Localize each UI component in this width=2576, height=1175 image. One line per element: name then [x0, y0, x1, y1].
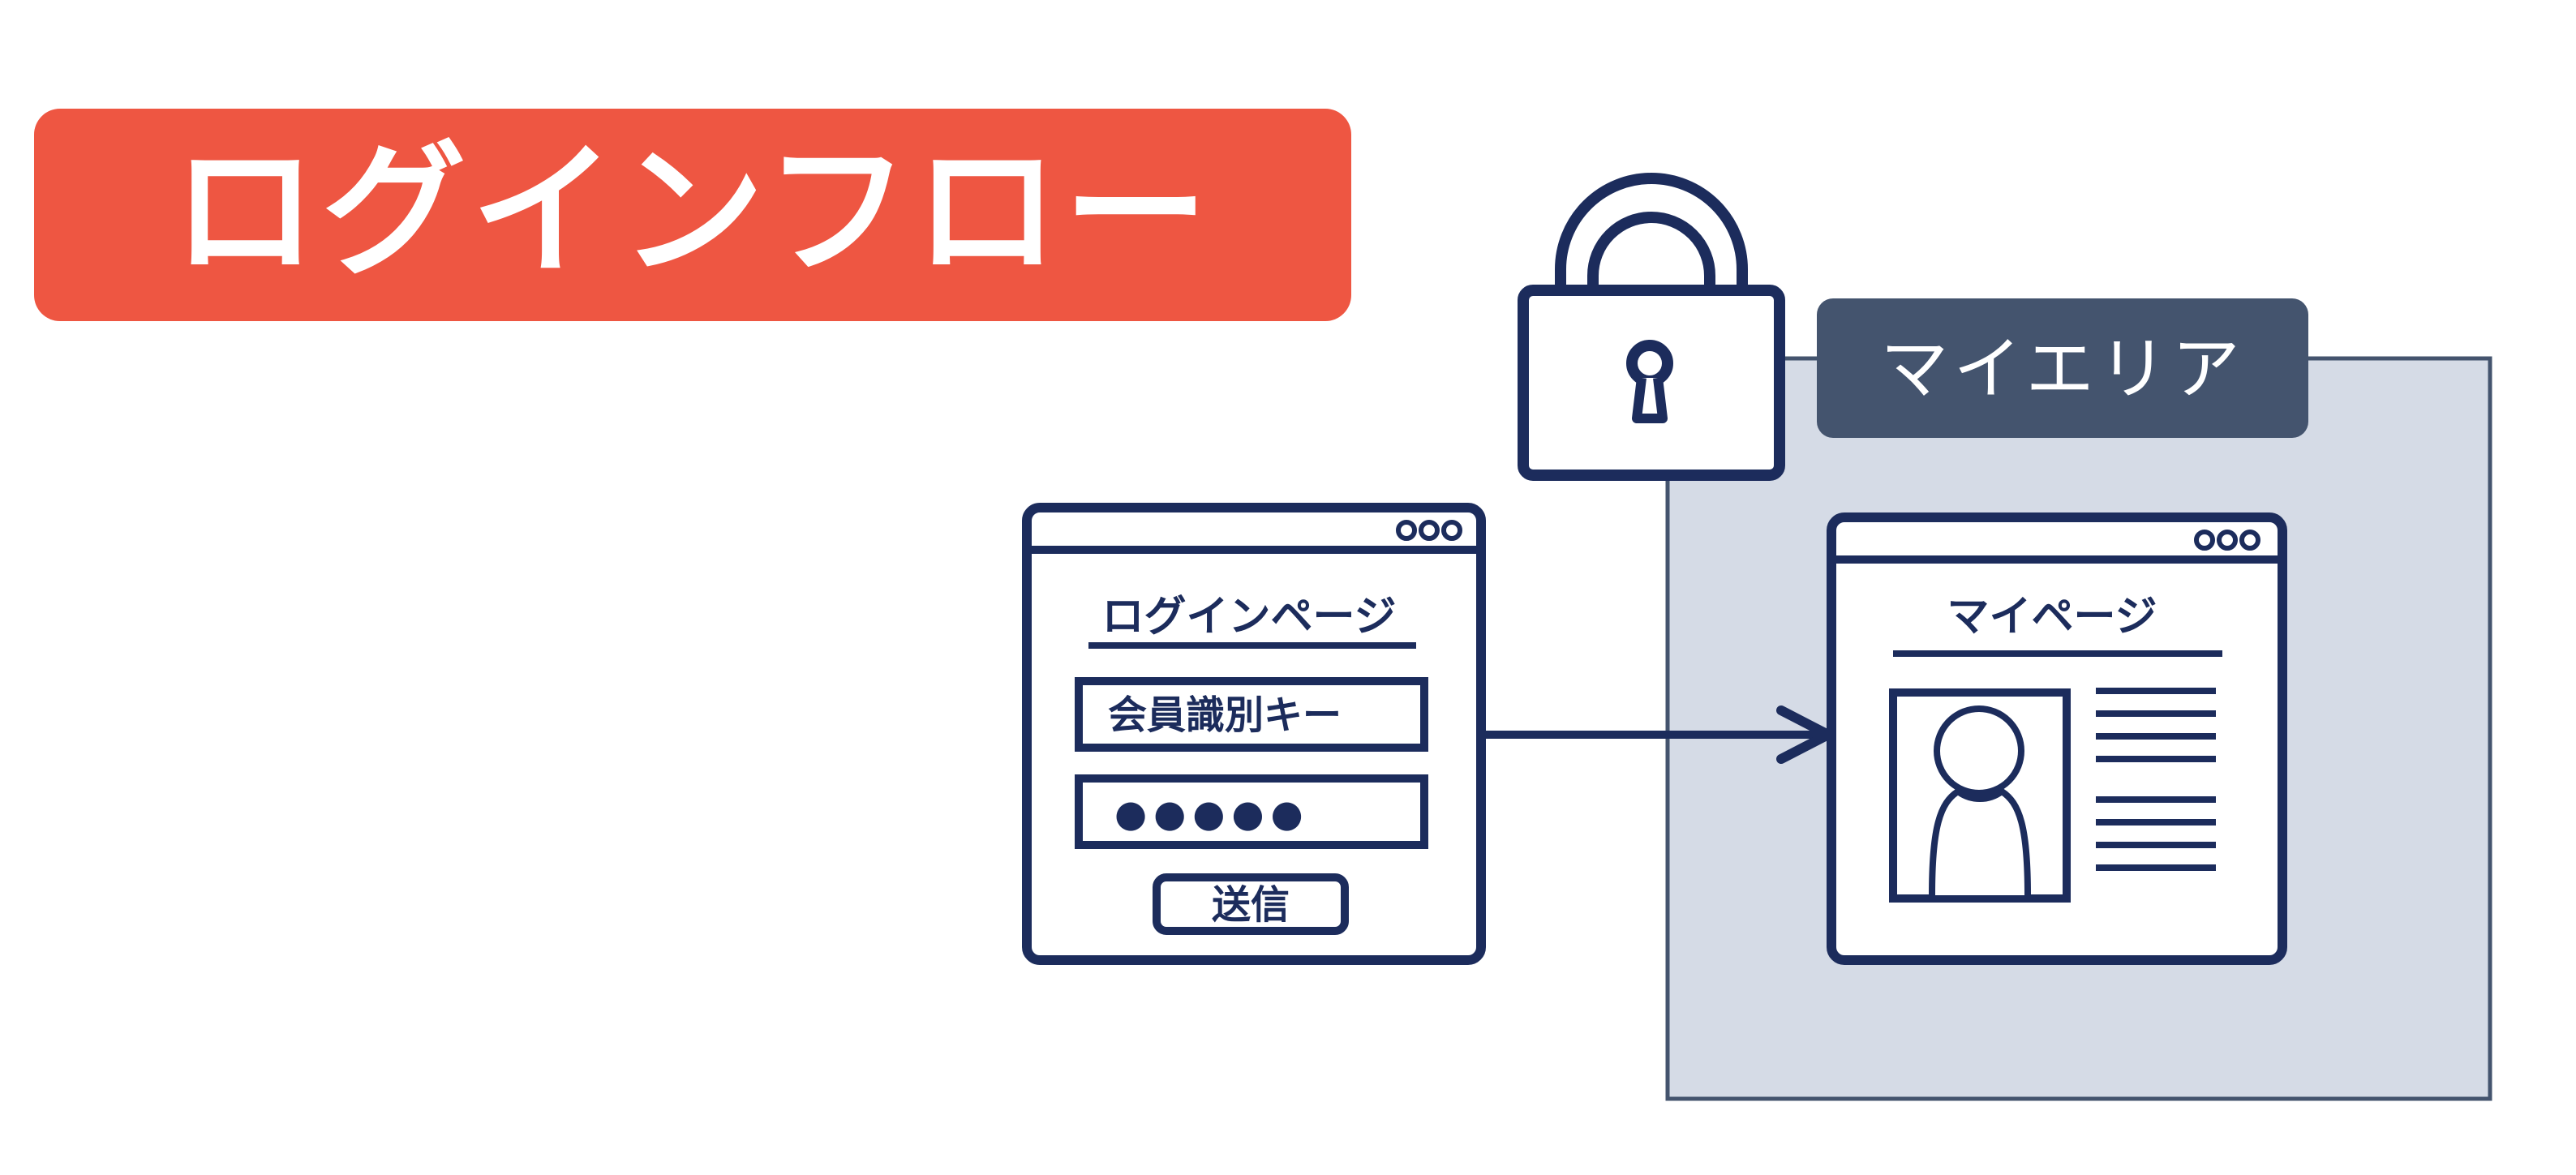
padlock-icon [1518, 173, 1785, 481]
mypage-heading: マイページ [1947, 593, 2157, 641]
password-input[interactable] [1075, 774, 1428, 849]
member-key-input[interactable] [1075, 677, 1428, 752]
title-banner-background [34, 109, 1351, 321]
title-text: ログインフロー [173, 127, 1213, 295]
padlock-shackle-inner [1587, 212, 1715, 289]
padlock-shackle-outer [1555, 173, 1748, 289]
mypage-window-controls-icon [2194, 530, 2260, 551]
login-window-controls-icon [1396, 520, 1462, 541]
avatar-body [1929, 788, 2031, 896]
member-key-input-text: 会員識別キー [1108, 693, 1342, 738]
submit-button[interactable] [1153, 873, 1349, 935]
mypage-window: マイページ [1827, 512, 2287, 965]
title-banner: ログインフロー [34, 109, 1351, 321]
secure-area-label-background [1817, 298, 2308, 438]
submit-button-label: 送信 [1212, 882, 1290, 928]
login-page-window: ログインページ 会員識別キー ●●●●● 送信 [1022, 503, 1486, 965]
profile-text-lines [2096, 688, 2216, 871]
secure-area-label: マイエリア [1880, 329, 2244, 409]
keyhole-stem [1632, 377, 1668, 423]
keyhole-top [1626, 340, 1673, 387]
password-input-mask: ●●●●● [1114, 791, 1310, 835]
profile-avatar-icon [1889, 688, 2071, 903]
login-page-heading: ログインページ [1102, 593, 1397, 641]
avatar-head [1934, 705, 2024, 796]
